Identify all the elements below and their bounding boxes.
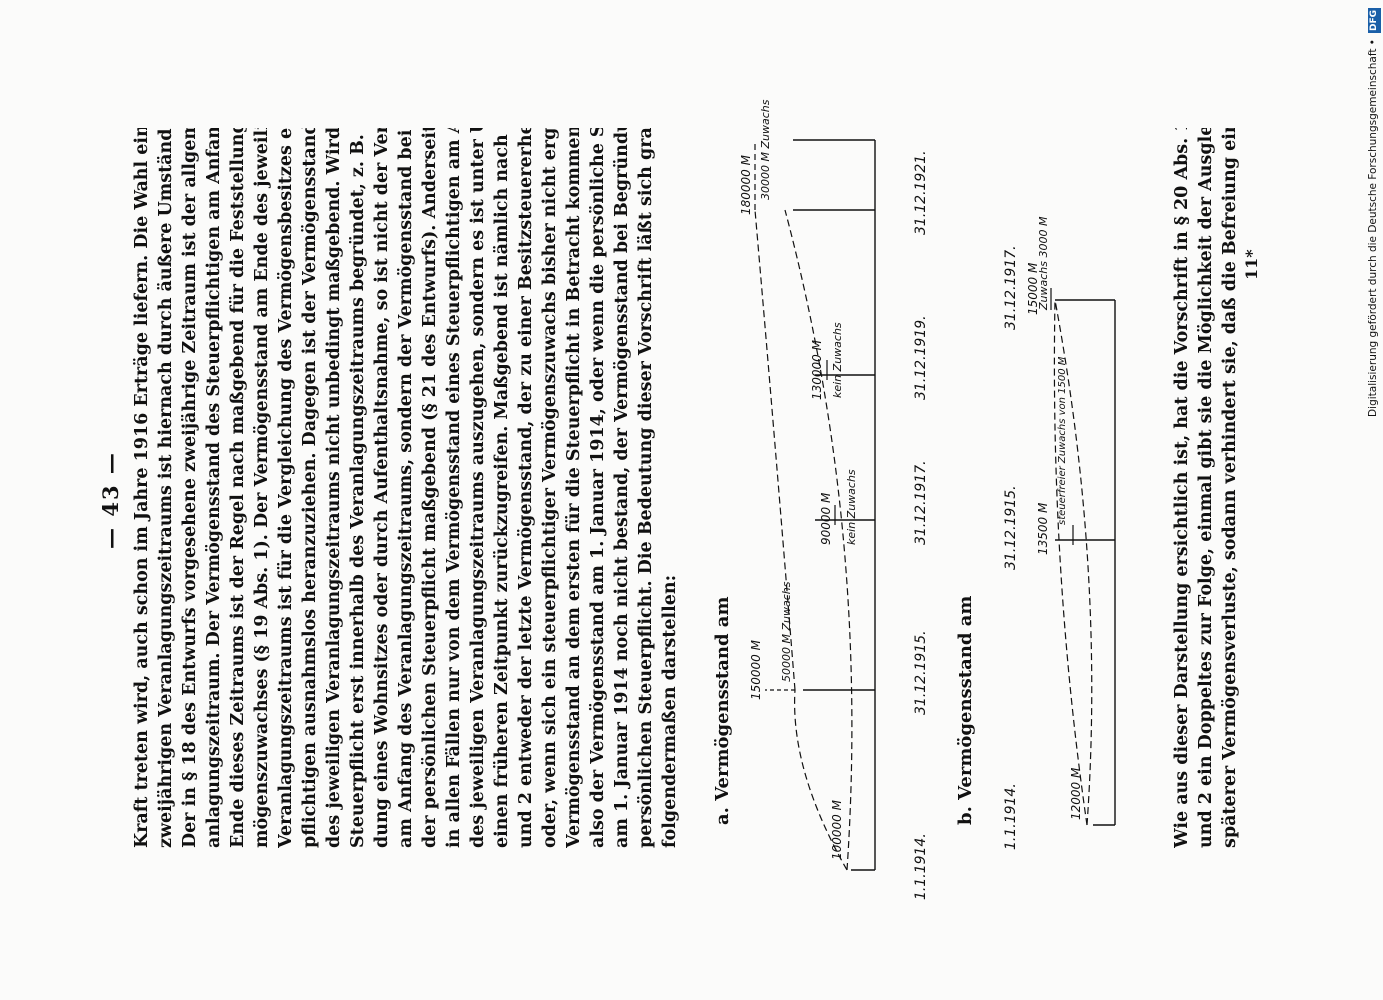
body-text-line: mögenszuwachses (§ 19 Abs. 1). Der Vermö…: [252, 128, 272, 848]
diagram-a-value-labels: 100000 M 150000 M 90000 M 130000 M 18000…: [739, 154, 844, 860]
note-label: 50000 M Zuwachs: [780, 581, 793, 682]
note-label: 30000 M Zuwachs: [759, 99, 772, 200]
body-text-line: und 2 entweder der letzte Vermögensstand…: [516, 128, 536, 848]
body-text-line: dung eines Wohnsitzes oder durch Aufenth…: [372, 128, 392, 848]
credit-label: Digitalisierung gefördert durch die Deut…: [1367, 39, 1379, 417]
date-label: 31.12.1915.: [1003, 485, 1019, 570]
value-label: 12000 M: [1069, 767, 1083, 820]
value-label: 150000 M: [749, 639, 763, 700]
date-label: 1.1.1914.: [913, 833, 929, 900]
body-text-line: des jeweiligen Veranlagungszeitraums nic…: [324, 128, 344, 848]
value-label: 130000 M: [810, 339, 824, 400]
date-label: 31.12.1917.: [1003, 245, 1019, 330]
value-label: 180000 M: [739, 154, 753, 215]
value-label: 90000 M: [819, 492, 833, 545]
diagram-a-notes: 50000 M Zuwachs kein Zuwachs kein Zuwach…: [759, 99, 858, 682]
body-text-line: Veranlagungszeitraums ist für die Vergle…: [276, 128, 296, 848]
dfg-logo-icon: DFG: [1368, 8, 1381, 34]
diagram-b-value-labels: 12000 M 13500 M 15000 M: [1026, 262, 1083, 820]
body-text-line: persönlichen Steuerpflicht. Die Bedeutun…: [636, 128, 656, 848]
value-label: 13500 M: [1036, 502, 1050, 555]
body-text-line: am Anfang des Veranlagungszeitraums, son…: [396, 128, 416, 848]
section-b-heading: b. Vermögensstand am: [955, 595, 976, 825]
diagram-b-date-labels: 1.1.1914. 31.12.1915. 31.12.1917.: [1003, 245, 1019, 850]
date-label: 31.12.1915.: [913, 630, 929, 715]
body-text-line: einen früheren Zeitpunkt zurückzugreifen…: [492, 128, 512, 848]
body-text-line: oder, wenn sich ein steuerpflichtiger Ve…: [540, 128, 560, 848]
diagram-a-date-labels: 1.1.1914. 31.12.1915. 31.12.1917. 31.12.…: [913, 150, 929, 900]
body-text-line: Vermögensstand an dem ersten für die Ste…: [564, 128, 584, 848]
section-a-heading: a. Vermögensstand am: [712, 596, 733, 825]
body-text-line: pflichtigen ausnahmslos heranzuziehen. D…: [300, 128, 320, 848]
note-label: steuerfreier Zuwachs von 1500 M: [1057, 356, 1068, 525]
diagram-a: 1.1.1914. 31.12.1915. 31.12.1917. 31.12.…: [739, 99, 929, 900]
date-label: 31.12.1921.: [913, 150, 929, 235]
body-text-line: anlagungszeitraum. Der Vermögensstand de…: [204, 128, 224, 848]
page-number: — 43 —: [98, 451, 123, 549]
body-text-line: Kraft treten wird, auch schon im Jahre 1…: [132, 128, 152, 848]
date-label: 1.1.1914.: [1003, 783, 1019, 850]
note-label: kein Zuwachs: [831, 322, 844, 398]
credit-text: Digitalisierung gefördert durch die Deut…: [1364, 8, 1382, 993]
signature-mark: 11*: [1242, 249, 1261, 280]
diagram-b-baseline: [1055, 299, 1116, 826]
value-label: 15000 M: [1026, 262, 1040, 315]
diagram-b-curves: [1050, 288, 1093, 826]
body-text: Kraft treten wird, auch schon im Jahre 1…: [130, 128, 682, 848]
diagram-a-curves: [754, 140, 853, 871]
closing-text-line: späterer Vermögensverluste, sodann verhi…: [1220, 128, 1240, 848]
closing-text-line: und 2 ein Doppeltes zur Folge, einmal gi…: [1196, 128, 1216, 848]
body-text-line: am 1. Januar 1914 noch nicht bestand, de…: [612, 128, 632, 848]
body-text-line: zweijährigen Veranlagungszeitraums ist h…: [156, 128, 176, 848]
body-text-line: des jeweiligen Veranlagungszeitraums aus…: [468, 128, 488, 848]
note-label: kein Zuwachs: [845, 469, 858, 545]
date-label: 31.12.1917.: [913, 460, 929, 545]
diagram-a-baseline: [793, 139, 876, 871]
diagram-b: 1.1.1914. 31.12.1915. 31.12.1917. 12000 …: [1003, 216, 1116, 850]
date-label: 31.12.1919.: [913, 315, 929, 400]
body-text-line: Der in § 18 des Entwurfs vorgesehene zwe…: [180, 128, 200, 848]
body-text-line: also der Vermögensstand am 1. Januar 191…: [588, 128, 608, 848]
closing-text-line: Wie aus dieser Darstellung ersichtlich i…: [1172, 128, 1192, 848]
body-text-line: Ende dieses Zeitraums ist der Regel nach…: [228, 128, 248, 848]
body-text-line: folgendermaßen darstellen:: [660, 574, 680, 848]
body-text-line: der persönlichen Steuerpflicht maßgebend…: [420, 128, 440, 848]
credit-sidebar: Digitalisierung gefördert durch die Deut…: [1364, 8, 1382, 993]
note-label: Zuwachs 3000 M: [1037, 216, 1050, 311]
closing-paragraph: Wie aus dieser Darstellung ersichtlich i…: [1170, 128, 1242, 848]
body-text-line: in allen Fällen nur von dem Vermögenssta…: [444, 128, 464, 848]
body-text-line: Steuerpflicht erst innerhalb des Veranla…: [348, 128, 368, 848]
diagram-b-notes: steuerfreier Zuwachs von 1500 M Zuwachs …: [1037, 216, 1068, 525]
value-label: 100000 M: [830, 799, 844, 860]
